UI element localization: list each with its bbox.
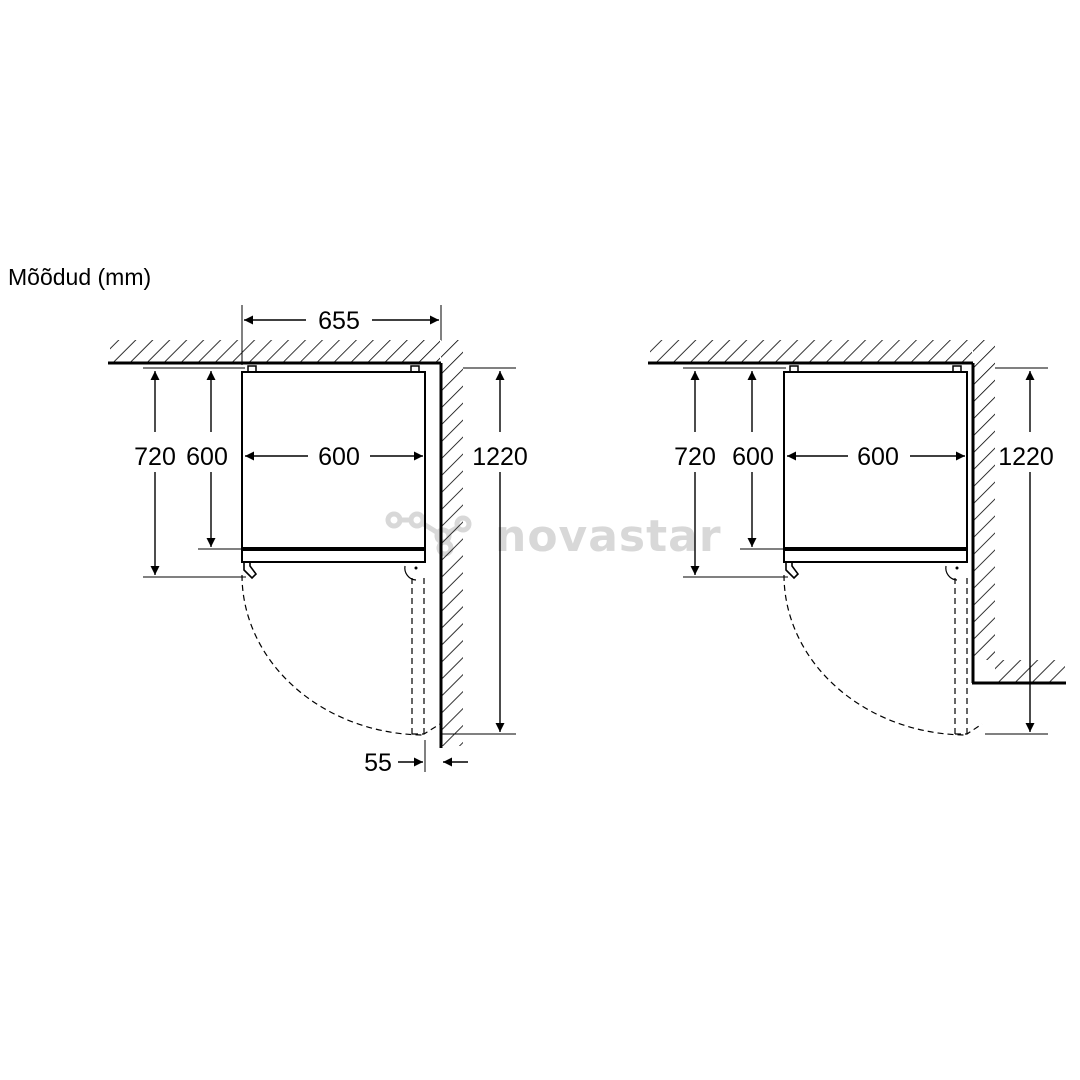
page-title: Mõõdud (mm): [8, 264, 151, 290]
watermark-text: novastar: [495, 511, 722, 562]
appliance-body: [241, 371, 426, 549]
label-open-depth-left: 1220: [472, 443, 528, 471]
appliance-foot-left: [247, 365, 257, 373]
side-wall-hatch: [973, 362, 995, 660]
hinge-symbol: [404, 565, 417, 581]
label-depth-outer-left: 720: [134, 443, 176, 471]
appliance-foot-left: [789, 365, 799, 373]
door-swing-arc: [241, 574, 426, 736]
appliance-door: [783, 549, 968, 563]
hinge-symbol: [945, 565, 958, 581]
watermark: novastar: [385, 511, 722, 562]
appliance-foot-right: [410, 365, 420, 373]
back-wall-hatch: [110, 340, 440, 362]
label-side-gap-left: 55: [364, 749, 392, 777]
diagram-left: [108, 305, 516, 772]
back-wall-hatch: [650, 340, 972, 362]
door-swing-arc: [783, 574, 968, 736]
label-depth-outer-right: 720: [674, 443, 716, 471]
appliance-door: [241, 549, 426, 563]
door-handle: [243, 562, 258, 580]
label-depth-inner-right: 600: [732, 443, 774, 471]
label-total-width-left: 655: [318, 307, 360, 335]
label-depth-inner-left: 600: [186, 443, 228, 471]
door-handle: [785, 562, 800, 580]
label-open-depth-right: 1220: [998, 443, 1054, 471]
appliance-body: [783, 371, 968, 549]
diagram-right: [648, 340, 1066, 736]
appliance-foot-right: [952, 365, 962, 373]
label-inner-width-right: 600: [857, 443, 899, 471]
label-inner-width-left: 600: [318, 443, 360, 471]
side-wall-hatch: [441, 362, 463, 746]
